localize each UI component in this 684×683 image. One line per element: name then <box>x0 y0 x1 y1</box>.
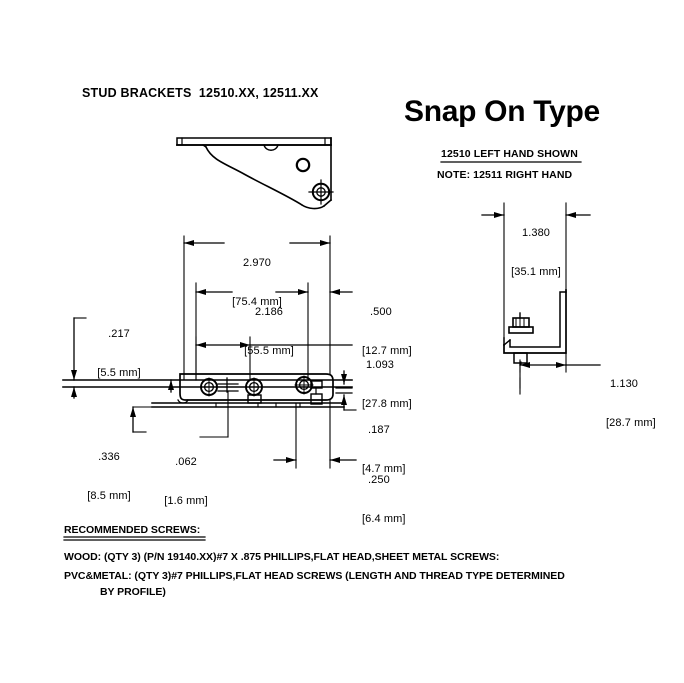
variant-note-label: NOTE: 12511 RIGHT HAND <box>437 169 573 181</box>
dim-label-body-height: .336 [8.5 mm] <box>78 425 140 529</box>
dim-value-inch: .062 <box>175 456 197 468</box>
dim-label-material-thickness: .062 [1.6 mm] <box>155 430 217 534</box>
dim-value-metric: [55.5 mm] <box>244 345 294 357</box>
dim-label-lip-height: .187 [4.7 mm] <box>362 398 428 502</box>
type-heading: Snap On Type <box>404 95 600 128</box>
dim-value-inch: .187 <box>368 424 390 436</box>
dim-side-depth-arrow <box>519 362 601 368</box>
side-screw-detail <box>508 312 534 364</box>
dim-label-lip-width: .250 [6.4 mm] <box>362 448 428 552</box>
dim-value-metric: [4.7 mm] <box>362 463 406 475</box>
dim-side-width <box>481 202 591 339</box>
dim-first-hole <box>195 336 353 381</box>
dim-value-metric: [75.4 mm] <box>232 296 282 308</box>
dim-value-metric: [8.5 mm] <box>87 490 131 502</box>
dim-value-inch: 1.380 <box>521 227 551 239</box>
dim-label-side-width: 1.380 [35.1 mm] <box>505 201 567 305</box>
dim-label-overall-length: 2.970 [75.4 mm] <box>215 231 299 335</box>
dim-value-inch: 1.130 <box>610 378 639 390</box>
dim-top-flange <box>71 317 87 399</box>
dim-label-hole-span: 2.186 [55.5 mm] <box>227 280 311 384</box>
dim-hole-span <box>195 282 309 381</box>
dim-value-metric: [27.8 mm] <box>362 398 412 410</box>
isometric-bracket-view <box>176 137 334 210</box>
dim-value-metric: [12.7 mm] <box>362 345 412 357</box>
dim-value-inch: 1.093 <box>366 359 395 371</box>
dim-value-inch: 2.970 <box>242 257 272 269</box>
notes-line-pvc-1: PVC&METAL: (QTY 3)#7 PHILLIPS,FLAT HEAD … <box>64 570 565 582</box>
dim-body-height <box>130 406 206 433</box>
screw-hole-3 <box>294 375 323 405</box>
notes-line-pvc-2: BY PROFILE) <box>100 586 166 598</box>
dim-material-thickness <box>168 377 239 438</box>
screw-target-symbol <box>308 179 334 205</box>
dim-value-metric: [5.5 mm] <box>97 367 141 379</box>
dim-value-inch: .217 <box>108 328 130 340</box>
sheet-title: STUD BRACKETS 12510.XX, 12511.XX <box>82 86 319 100</box>
dim-label-end-offset: .500 [12.7 mm] <box>362 280 442 384</box>
dim-label-top-flange: .217 [5.5 mm] <box>88 302 150 406</box>
dim-label-first-hole: 1.093 [27.8 mm] <box>362 333 444 437</box>
dim-end-offset <box>329 289 353 295</box>
dim-overall-length <box>183 235 331 381</box>
dim-value-metric: [35.1 mm] <box>511 266 561 278</box>
dim-lip-height <box>335 370 357 411</box>
notes-line-wood: WOOD: (QTY 3) (P/N 19140.XX)#7 X .875 PH… <box>64 551 500 563</box>
dim-value-inch: .500 <box>370 306 392 318</box>
dim-value-metric: [6.4 mm] <box>362 513 406 525</box>
notes-title: RECOMMENDED SCREWS: <box>64 524 201 536</box>
dim-lip-width <box>273 399 357 469</box>
dim-value-inch: .250 <box>368 474 390 486</box>
dim-value-inch: .336 <box>98 451 120 463</box>
screw-hole-1 <box>199 377 219 397</box>
dim-label-side-depth: 1.130 [28.7 mm] <box>606 352 676 456</box>
screw-hole-2 <box>244 377 264 404</box>
dim-value-inch: 2.186 <box>254 306 284 318</box>
side-section-view <box>503 289 567 364</box>
dim-value-metric: [1.6 mm] <box>164 495 208 507</box>
dim-value-metric: [28.7 mm] <box>606 417 656 429</box>
variant-shown-label: 12510 LEFT HAND SHOWN <box>441 148 578 160</box>
